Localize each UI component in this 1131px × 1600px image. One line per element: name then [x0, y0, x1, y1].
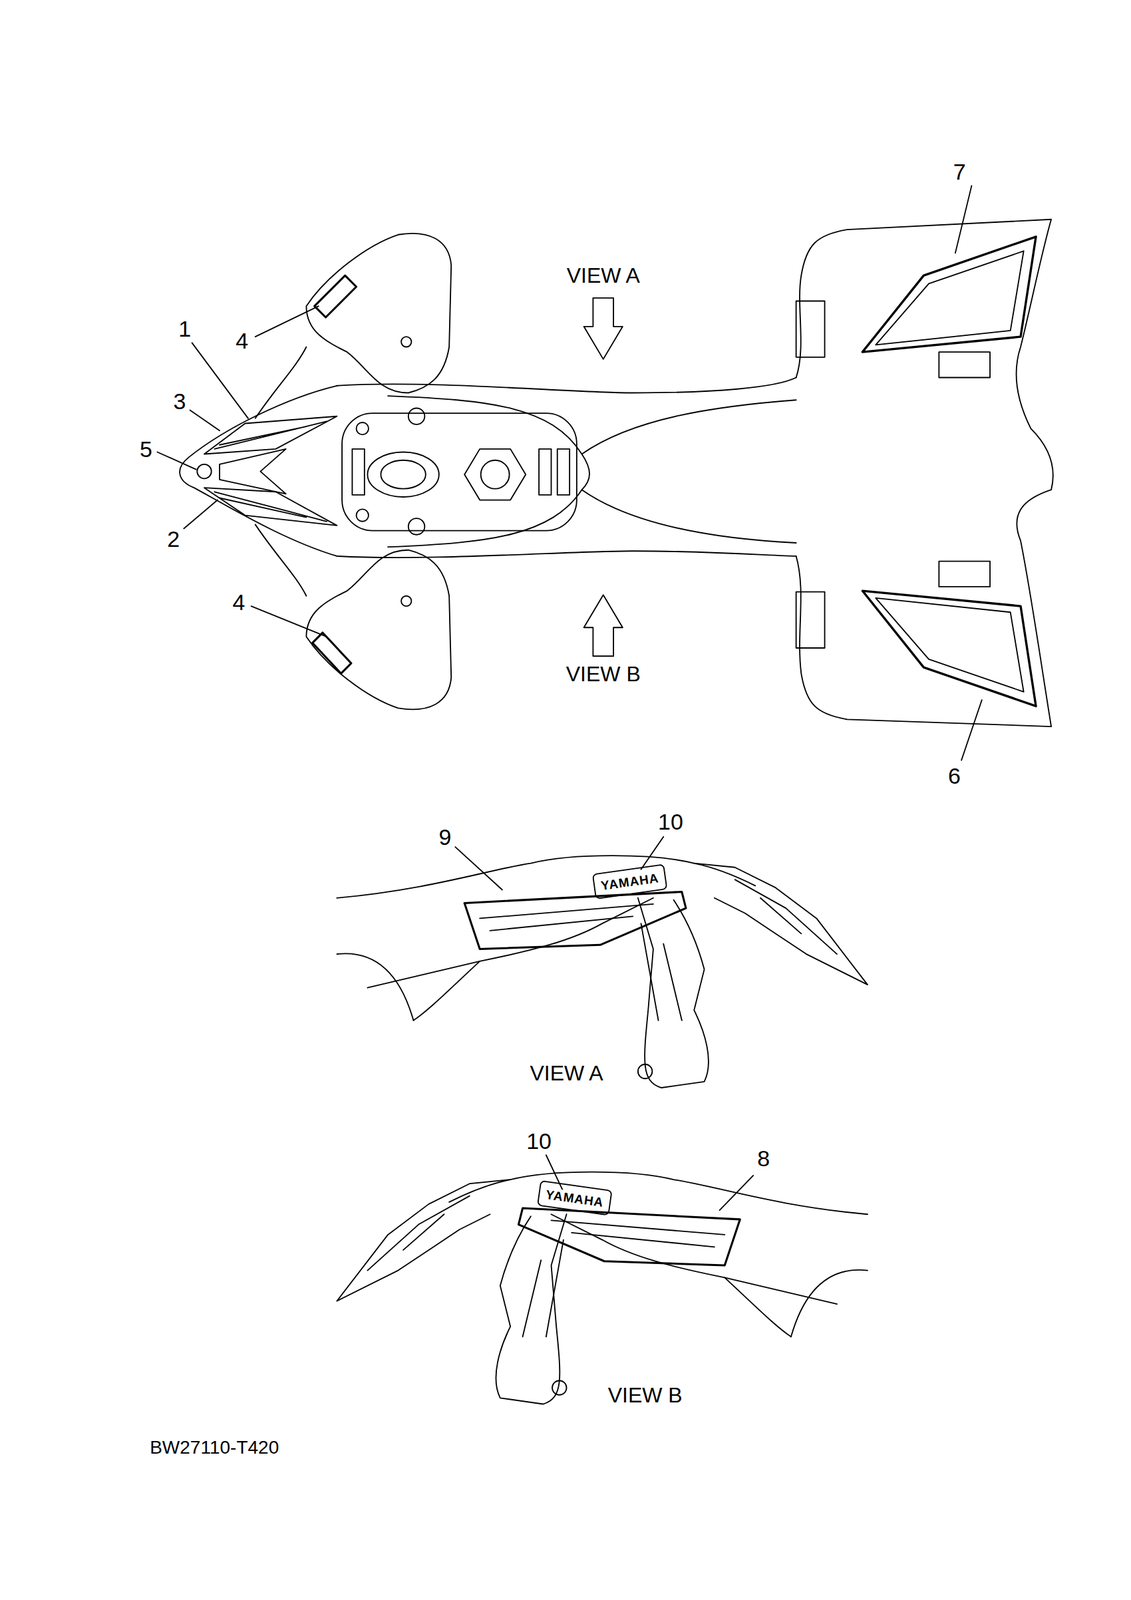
illustration-line — [341, 413, 577, 531]
illustration-line — [255, 306, 319, 337]
illustration-line — [306, 550, 452, 710]
illustration-line — [735, 879, 837, 955]
illustration-line — [875, 598, 1024, 692]
illustration-line — [875, 250, 1024, 345]
illustration-line — [351, 449, 364, 495]
illustration-line — [796, 300, 825, 357]
illustration-line — [479, 904, 654, 931]
illustration-line — [214, 421, 327, 449]
illustration-line — [641, 836, 664, 870]
illustration-line — [356, 508, 369, 521]
callout-number: 3 — [173, 389, 187, 413]
illustration-line — [306, 233, 452, 394]
illustration-line — [693, 863, 868, 986]
illustration-line — [538, 449, 551, 495]
illustration-line — [408, 518, 426, 535]
callout-number: 4 — [232, 590, 246, 614]
illustration-line — [192, 342, 249, 419]
illustration-line — [961, 699, 982, 760]
view-label: VIEW A — [566, 264, 641, 287]
illustration-line — [546, 1154, 564, 1192]
illustration-line — [255, 346, 307, 418]
illustration-line — [367, 451, 439, 497]
decal-text: YAMAHA — [598, 870, 662, 894]
illustration-line — [255, 524, 307, 596]
illustration-line — [196, 464, 211, 479]
illustration-line — [204, 416, 337, 455]
view-label: VIEW B — [566, 663, 641, 685]
illustration-line — [938, 561, 990, 587]
illustration-line — [413, 961, 480, 1021]
illustration-line — [214, 491, 327, 521]
illustration-line — [481, 460, 510, 489]
callout-number: 7 — [953, 160, 967, 183]
illustration-line — [584, 594, 623, 656]
illustration-line — [219, 449, 287, 494]
illustration-line — [408, 408, 426, 426]
illustration-line — [179, 385, 337, 557]
illustration-line — [719, 1175, 754, 1211]
illustration-line — [464, 449, 526, 501]
illustration-line — [183, 500, 218, 529]
illustration-line — [955, 185, 972, 253]
illustration-line — [157, 185, 1053, 1404]
illustration-line — [336, 550, 796, 558]
callout-number: 5 — [139, 437, 153, 461]
decal-text: YAMAHA — [543, 1186, 607, 1210]
illustration-line — [387, 395, 590, 547]
illustration-line — [336, 855, 756, 899]
illustration-line — [312, 632, 352, 674]
illustration-line — [336, 953, 414, 1020]
diagram-code: BW27110-T420 — [149, 1438, 279, 1457]
illustration-line — [641, 923, 682, 1021]
illustration-line — [582, 489, 797, 543]
callout-number: 2 — [166, 527, 180, 551]
callout-number: 10 — [526, 1129, 552, 1153]
illustration-line — [157, 451, 196, 470]
view-label: VIEW B — [608, 1384, 683, 1406]
illustration-line — [455, 846, 503, 890]
illustration-line — [638, 1064, 652, 1079]
illustration-line — [584, 298, 623, 360]
illustration-line — [796, 592, 825, 648]
illustration-line — [336, 1172, 868, 1405]
illustration-line — [862, 236, 1036, 352]
view-label: VIEW A — [529, 1062, 603, 1084]
illustration-line — [356, 422, 369, 435]
illustration-line — [796, 219, 1054, 727]
callout-number: 10 — [657, 810, 684, 833]
illustration-line — [862, 590, 1036, 706]
illustration-line — [314, 275, 357, 318]
illustration-line — [336, 855, 868, 1088]
illustration-line — [638, 898, 709, 1088]
illustration-line — [464, 892, 686, 950]
callout-number: 8 — [757, 1146, 770, 1170]
illustration-line — [582, 399, 797, 454]
illustration-line — [938, 351, 990, 378]
callout-number: 6 — [948, 764, 961, 788]
illustration-line — [380, 460, 426, 489]
callout-number: 4 — [235, 329, 249, 352]
callout-number: 9 — [438, 825, 452, 849]
illustration-line — [401, 336, 412, 347]
callout-number: 1 — [178, 317, 191, 340]
illustration-line — [592, 864, 667, 899]
illustration-line — [401, 596, 412, 607]
illustration-line — [336, 377, 796, 394]
illustration-line — [367, 898, 653, 988]
illustration-line — [557, 449, 570, 495]
illustration-line — [204, 487, 337, 526]
illustration-line — [251, 606, 328, 637]
illustration-line — [190, 410, 220, 432]
